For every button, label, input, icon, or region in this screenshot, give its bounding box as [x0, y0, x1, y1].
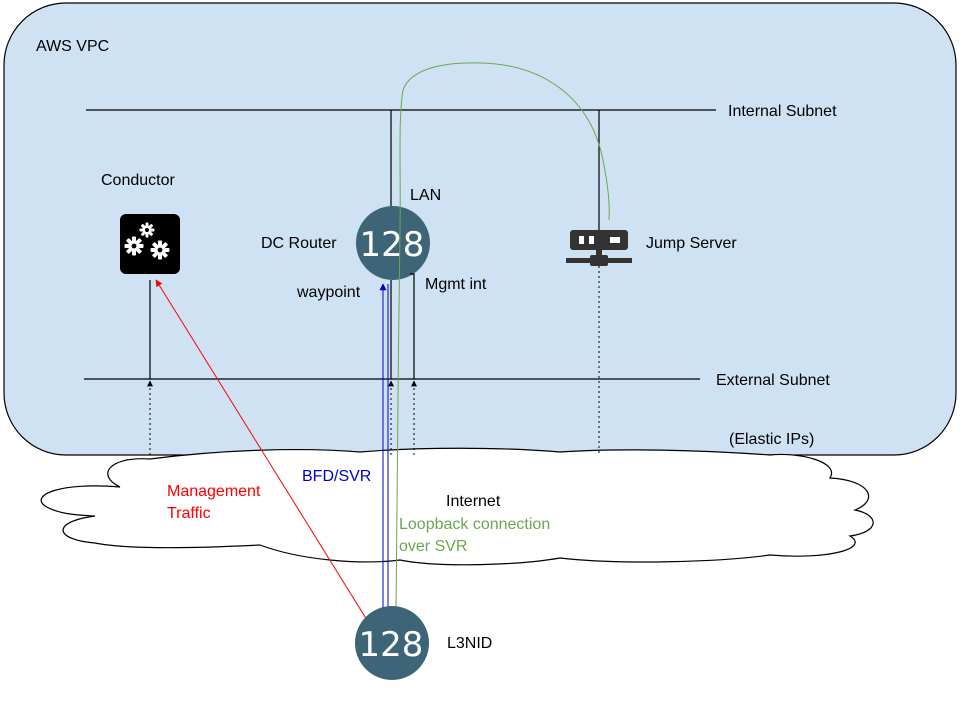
svg-text:128: 128: [359, 625, 424, 665]
management-traffic-label-2: Traffic: [167, 505, 211, 522]
internet-label: Internet: [446, 493, 501, 510]
jump-server-label: Jump Server: [646, 235, 737, 252]
dc-router-lan-label: LAN: [410, 187, 441, 204]
management-traffic-arrow: [155, 279, 368, 621]
dc-router-mgmt-label: Mgmt int: [425, 276, 487, 293]
dc-router-mgmt-link: [410, 273, 415, 379]
bfd-svr-label: BFD/SVR: [302, 468, 371, 485]
l3nid-badge: 128: [355, 606, 429, 680]
conductor-label: Conductor: [101, 172, 175, 189]
dc-router-label: DC Router: [261, 235, 337, 252]
internal-subnet-label: Internal Subnet: [728, 103, 837, 120]
vpc-title: AWS VPC: [36, 38, 109, 55]
loopback-label-2: over SVR: [399, 538, 467, 555]
l3nid-label: L3NID: [447, 635, 492, 652]
svg-text:128: 128: [360, 225, 425, 265]
external-subnet-label: External Subnet: [716, 372, 830, 389]
gears-icon: [120, 214, 180, 274]
elastic-ips-label: (Elastic IPs): [729, 431, 814, 448]
management-traffic-label: Management: [167, 483, 261, 500]
server-icon: [566, 230, 632, 266]
loopback-label: Loopback connection: [399, 516, 550, 533]
internet-cloud: [40, 447, 874, 566]
dc-router-badge: 128: [356, 206, 430, 280]
loopback-connection-path: [395, 62, 610, 615]
dc-router-waypoint-label: waypoint: [296, 284, 361, 301]
